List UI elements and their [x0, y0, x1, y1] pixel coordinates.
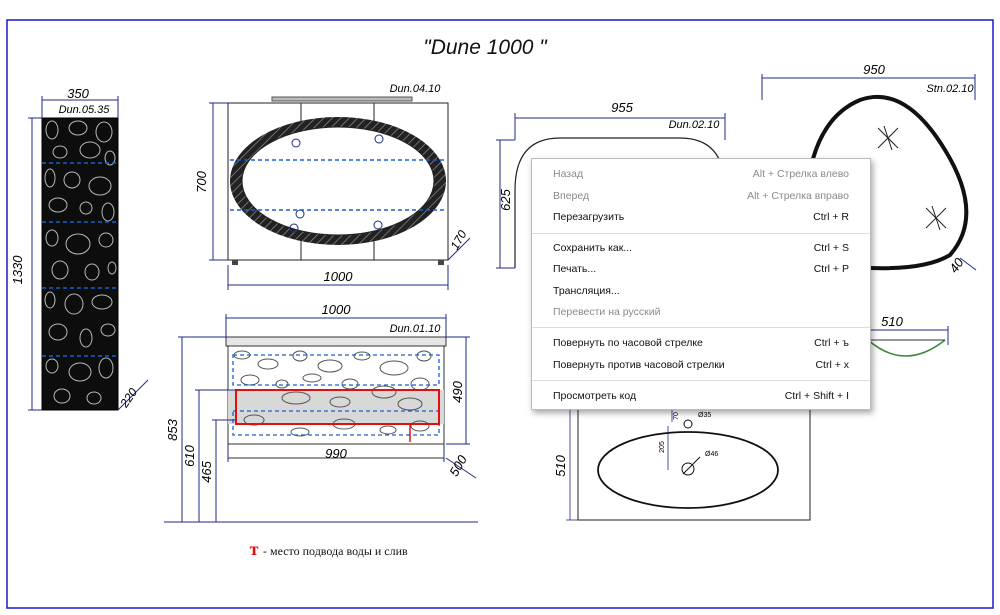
menu-item-label: Перезагрузить	[553, 211, 625, 223]
menu-item-shortcut: Alt + Стрелка влево	[752, 168, 849, 180]
context-menu[interactable]: Назад Alt + Стрелка влево Вперед Alt + С…	[531, 158, 871, 410]
dim-d35: Ø35	[698, 412, 711, 419]
dim-220: 220	[117, 385, 141, 411]
dim-1000-vanity: 1000	[322, 302, 352, 317]
menu-separator	[532, 327, 870, 328]
dim-350: 350	[67, 86, 89, 101]
dim-700: 700	[194, 170, 209, 192]
menu-item-label: Трансляция...	[553, 285, 620, 297]
basin-plan-view: 510 70 205 Ø35 Ø46	[553, 407, 811, 521]
menu-separator	[532, 380, 870, 381]
menu-item-save-as[interactable]: Сохранить как... Ctrl + S	[532, 239, 870, 259]
bubble-pattern	[44, 120, 117, 405]
code-mirror-cabinet: Dun.04.10	[390, 83, 442, 95]
dim-490: 490	[450, 380, 465, 402]
drawing-frame	[6, 19, 994, 609]
menu-item-shortcut: Ctrl + Shift + I	[784, 390, 849, 402]
menu-item-rotate-ccw[interactable]: Повернуть против часовой стрелки Ctrl + …	[532, 356, 870, 376]
menu-item-inspect[interactable]: Просмотреть код Ctrl + Shift + I	[532, 387, 870, 407]
legend: т - место подвода воды и слив	[250, 539, 408, 559]
tall-cabinet-view: 350 Dun.05.35 1330 220	[10, 86, 149, 411]
dim-170: 170	[447, 228, 469, 253]
menu-item-print[interactable]: Печать... Ctrl + P	[532, 260, 870, 280]
dim-1330: 1330	[10, 255, 25, 285]
menu-item-shortcut: Ctrl + R	[813, 211, 849, 223]
basin-side-view: 510	[867, 314, 949, 357]
menu-item-label: Повернуть по часовой стрелке	[553, 337, 703, 349]
dim-955: 955	[611, 100, 633, 115]
menu-item-label: Перевести на русский	[553, 306, 661, 318]
code-vanity: Dun.01.10	[390, 323, 442, 335]
dim-205: 205	[659, 441, 666, 453]
legend-marker: т	[250, 539, 259, 559]
dim-465: 465	[199, 460, 214, 482]
menu-item-forward[interactable]: Вперед Alt + Стрелка вправо	[532, 187, 870, 207]
dim-625: 625	[498, 188, 513, 210]
menu-item-back[interactable]: Назад Alt + Стрелка влево	[532, 165, 870, 185]
code-cabinet: Dun.05.35	[59, 104, 111, 116]
menu-item-label: Вперед	[553, 190, 590, 202]
menu-item-label: Повернуть против часовой стрелки	[553, 359, 725, 371]
dim-500: 500	[446, 452, 470, 479]
dim-1000-top: 1000	[324, 269, 354, 284]
dim-853: 853	[165, 418, 180, 440]
menu-item-label: Просмотреть код	[553, 390, 637, 402]
code-basin: Dun.02.10	[669, 119, 721, 131]
menu-item-cast[interactable]: Трансляция...	[532, 282, 870, 302]
menu-item-rotate-cw[interactable]: Повернуть по часовой стрелке Ctrl + ъ	[532, 334, 870, 354]
menu-item-label: Сохранить как...	[553, 242, 633, 254]
menu-item-shortcut: Ctrl + х	[815, 359, 849, 371]
legend-text: - место подвода воды и слив	[263, 544, 408, 558]
menu-item-label: Назад	[553, 168, 584, 180]
code-mirror: Stn.02.10	[926, 83, 974, 95]
menu-item-translate[interactable]: Перевести на русский	[532, 303, 870, 323]
dim-950: 950	[863, 62, 885, 77]
dim-510-plan: 510	[553, 454, 568, 476]
menu-item-shortcut: Ctrl + P	[813, 263, 849, 275]
tall-cabinet-body	[41, 117, 119, 411]
dim-70: 70	[673, 412, 680, 420]
menu-item-shortcut: Ctrl + S	[813, 242, 849, 254]
mirror-cabinet-view: Dun.04.10 700 170 1000	[194, 83, 471, 290]
dim-d46: Ø46	[705, 451, 718, 458]
water-supply-zone	[235, 389, 440, 425]
dim-510-side: 510	[881, 314, 903, 329]
dim-990: 990	[325, 446, 347, 461]
menu-item-label: Печать...	[553, 263, 597, 275]
menu-item-shortcut: Alt + Стрелка вправо	[747, 190, 849, 202]
drawing-title: "Dune 1000 "	[423, 36, 548, 59]
upper-drawer-zone	[232, 354, 440, 386]
menu-item-reload[interactable]: Перезагрузить Ctrl + R	[532, 208, 870, 228]
menu-item-shortcut: Ctrl + ъ	[814, 337, 849, 349]
menu-separator	[532, 233, 870, 234]
vanity-view: т 1000 Dun.01.10 490 853 610 465 990 500	[164, 302, 478, 523]
dim-610: 610	[182, 444, 197, 466]
